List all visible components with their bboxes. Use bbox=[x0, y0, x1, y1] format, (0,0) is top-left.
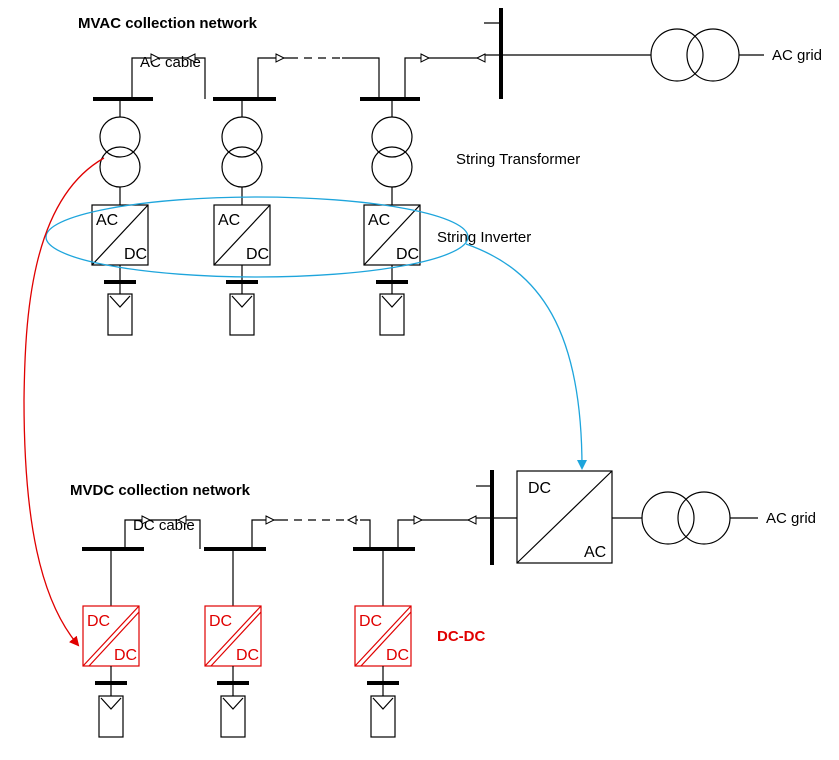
inverter-2-dc-label: DC bbox=[246, 246, 269, 263]
inverter-3-dc-label: DC bbox=[396, 246, 419, 263]
mvac-title: MVAC collection network bbox=[78, 15, 258, 32]
mvdc-unit-1: DC DC bbox=[82, 547, 144, 738]
inverter-3-ac-label: AC bbox=[368, 212, 390, 229]
dcdc-1-top-label: DC bbox=[87, 613, 110, 630]
dcdc-3-bottom-label: DC bbox=[386, 647, 409, 664]
mvdc-unit-2: DC DC bbox=[204, 547, 266, 738]
pv-panel-bottom-1 bbox=[98, 695, 124, 738]
string-transformer-3 bbox=[371, 116, 413, 158]
dcdc-2-top-label: DC bbox=[209, 613, 232, 630]
dcdc-1-bottom-label: DC bbox=[114, 647, 137, 664]
inverter-1-ac-label: AC bbox=[96, 212, 118, 229]
inverter-1-dc-label: DC bbox=[124, 246, 147, 263]
string-transformer-2 bbox=[221, 116, 263, 158]
mvac-unit-2: AC DC bbox=[213, 97, 276, 336]
string-transformer-1 bbox=[99, 116, 141, 158]
pv-panel-bottom-3 bbox=[370, 695, 396, 738]
mvac-unit-3: AC DC bbox=[360, 97, 421, 336]
string-inverter-highlight bbox=[45, 196, 469, 278]
pv-panel-bottom-2 bbox=[220, 695, 246, 738]
inverter-to-central-arrow bbox=[465, 243, 587, 470]
string-transformer-label: String Transformer bbox=[456, 151, 580, 168]
central-dc-ac-converter: DC AC bbox=[516, 470, 642, 564]
dcdc-label: DC-DC bbox=[437, 628, 485, 645]
mvdc-ac-grid-label: AC grid bbox=[766, 510, 816, 527]
central-ac-label: AC bbox=[584, 544, 606, 561]
mvac-ac-grid-label: AC grid bbox=[772, 47, 822, 64]
mvdc-grid-transformer bbox=[641, 491, 758, 545]
mvdc-unit-3: DC DC bbox=[353, 547, 415, 738]
mvac-grid-transformer bbox=[650, 28, 764, 82]
pv-panel-top-2 bbox=[229, 293, 255, 336]
mvac-ac-cable bbox=[131, 53, 486, 99]
central-dc-label: DC bbox=[528, 480, 551, 497]
mvdc-dc-cable bbox=[124, 515, 477, 549]
transformer-to-dcdc-arrow bbox=[23, 157, 105, 647]
pv-panel-top-1 bbox=[107, 293, 133, 336]
mvdc-main-busbar bbox=[476, 470, 517, 565]
mvac-unit-1: AC DC bbox=[91, 97, 153, 336]
inverter-2-ac-label: AC bbox=[218, 212, 240, 229]
dcdc-3-top-label: DC bbox=[359, 613, 382, 630]
string-inverter-label: String Inverter bbox=[437, 229, 531, 246]
mvdc-title: MVDC collection network bbox=[70, 482, 251, 499]
pv-panel-top-3 bbox=[379, 293, 405, 336]
dcdc-2-bottom-label: DC bbox=[236, 647, 259, 664]
mvac-main-busbar bbox=[484, 8, 651, 99]
